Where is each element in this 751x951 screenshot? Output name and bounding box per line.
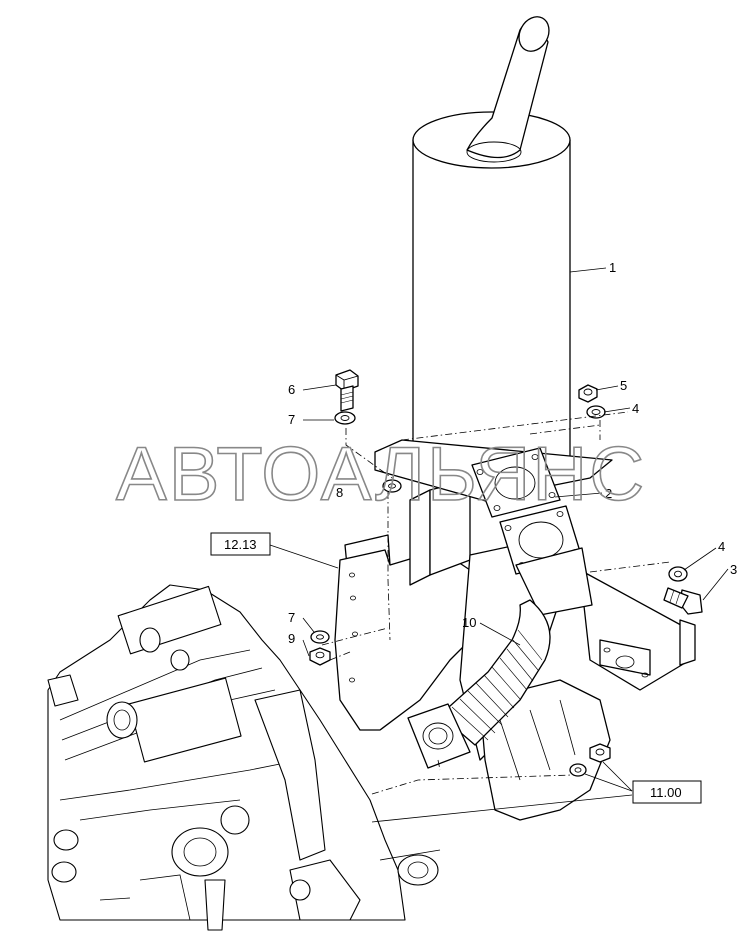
- washer-11-right: [569, 763, 587, 777]
- leader-lines: [269, 267, 729, 823]
- nut-8: [382, 479, 402, 493]
- callout-1: 1: [609, 260, 616, 275]
- nut-9: [309, 647, 331, 666]
- callout-5: 5: [620, 378, 627, 393]
- callout-3: 3: [730, 562, 737, 577]
- assembly-centerlines: [321, 411, 671, 795]
- callout-7-lower: 7: [288, 610, 295, 625]
- callout-2: 2: [605, 486, 612, 501]
- nut-5: [578, 384, 598, 403]
- callout-10: 10: [462, 615, 476, 630]
- washer-4-right: [668, 566, 688, 582]
- engine-assembly: [47, 584, 441, 931]
- flex-exhaust-pipe: [407, 547, 593, 769]
- callout-4-top: 4: [632, 401, 639, 416]
- washer-7-top: [334, 411, 356, 425]
- callout-7-top: 7: [288, 412, 295, 427]
- ref-box-11-00: 11.00: [632, 780, 702, 804]
- bolt-3: [663, 587, 703, 615]
- callout-8: 8: [336, 485, 343, 500]
- ref-box-12-13: 12.13: [210, 532, 271, 556]
- ref-12-13-label: 12.13: [224, 537, 257, 552]
- watermark: АВТОАЛЬЯНС: [116, 432, 646, 517]
- muffler: [374, 16, 613, 506]
- callout-9: 9: [288, 631, 295, 646]
- bolt-6: [335, 369, 359, 412]
- washer-7-lower: [310, 630, 330, 644]
- callout-4-right: 4: [718, 539, 725, 554]
- callout-labels: 1 2 3 4 4 5 6 7 7 8 9 10: [288, 260, 737, 646]
- callout-6: 6: [288, 382, 295, 397]
- nut-11-right: [589, 743, 611, 763]
- ref-11-00-label: 11.00: [650, 785, 682, 800]
